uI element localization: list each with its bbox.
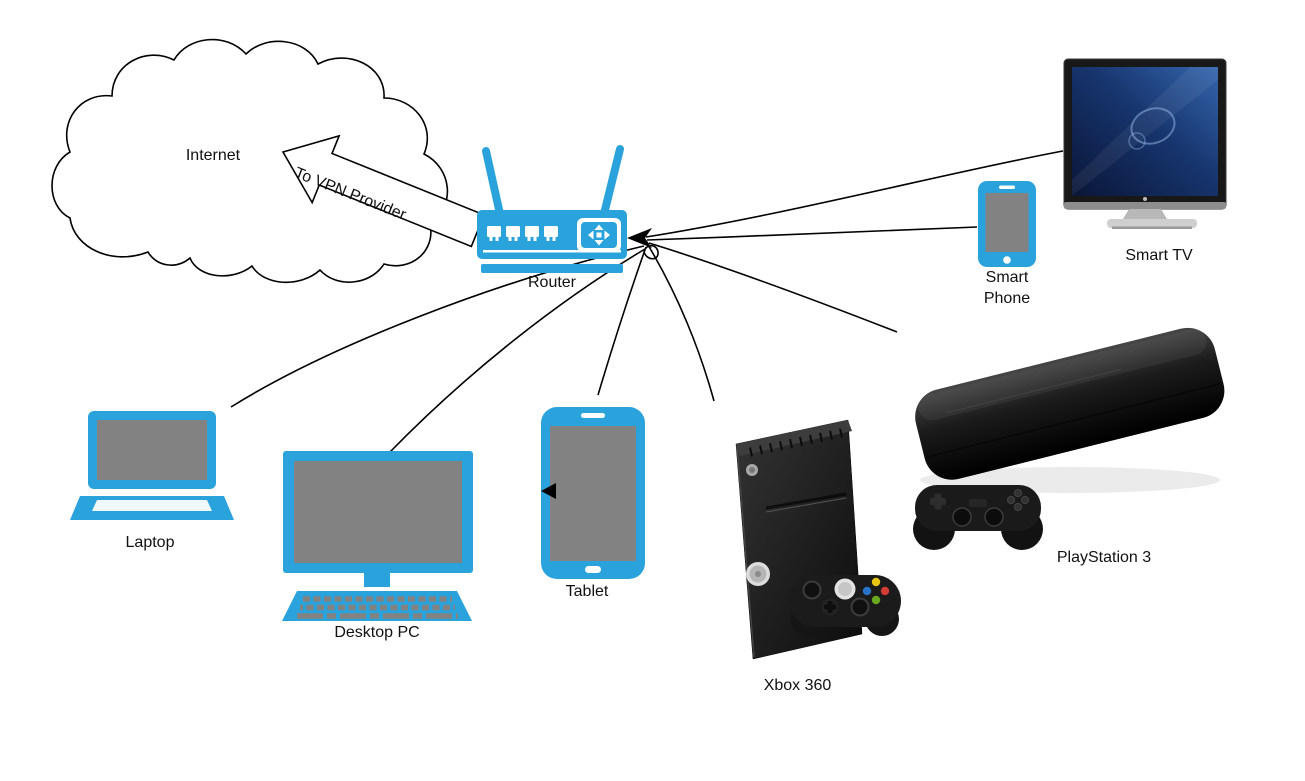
phone-screen	[985, 193, 1029, 252]
tv-stand-base-shadow	[1112, 226, 1192, 229]
tv-screen-sheen	[1072, 67, 1218, 196]
xbox-button-a	[871, 595, 881, 605]
ps3-console	[915, 327, 1225, 480]
router-arrowhead	[627, 228, 652, 248]
ps3-dpad-v	[934, 493, 942, 510]
smart-phone-icon	[978, 181, 1036, 267]
cloud-shape	[51, 38, 449, 284]
ps3-button-cross	[1014, 503, 1023, 511]
connection-lines	[230, 150, 1064, 454]
smart-phone-label: Smart Phone	[983, 269, 1031, 307]
xbox-disc-slot-trim	[765, 497, 847, 513]
playstation-3-icon	[913, 327, 1225, 550]
xbox-button-x	[862, 586, 872, 596]
xbox-360-icon	[735, 419, 901, 660]
xbox-console-top	[736, 420, 852, 456]
tablet-label: Tablet	[565, 583, 609, 600]
desktop-pc-icon	[282, 451, 473, 621]
xbox-button-y	[871, 577, 881, 587]
tv-screen-swirl-small	[1128, 132, 1146, 150]
connection-knot-curl	[643, 244, 659, 260]
laptop-icon	[70, 411, 234, 520]
desktop-screen	[294, 461, 462, 563]
router-antenna-right	[600, 145, 624, 218]
router-body-stripe	[483, 250, 621, 253]
internet-label: Internet	[185, 147, 241, 164]
connection-tv-router	[645, 150, 1064, 238]
xbox-controller	[789, 575, 901, 636]
desktop-pc-label: Desktop PC	[334, 624, 420, 641]
xbox-edge-highlight	[736, 445, 755, 658]
internet-cloud	[51, 38, 449, 284]
playstation-3-label: PlayStation 3	[1056, 549, 1152, 566]
tablet-side-marker	[541, 483, 556, 499]
connection-xbox-router	[647, 244, 715, 402]
tv-bottom-trim	[1064, 202, 1226, 209]
ps3-right-stick	[984, 507, 1004, 527]
tv-screen	[1072, 67, 1218, 196]
xbox-button-b	[880, 586, 890, 596]
router-base	[481, 264, 623, 273]
laptop-keyboard-area	[92, 500, 212, 511]
xbox-360-label: Xbox 360	[763, 677, 832, 694]
router-move-arrows-icon	[577, 218, 621, 252]
laptop-screen	[97, 420, 207, 480]
desktop-stand	[364, 573, 390, 587]
xbox-disc-slot	[765, 492, 847, 510]
router-icon	[477, 145, 627, 273]
ps3-button-triangle	[1014, 488, 1023, 497]
connection-ps3-router	[648, 242, 898, 333]
ps3-button-circle	[1021, 495, 1030, 504]
xbox-right-stick	[850, 597, 870, 617]
ps3-controller	[913, 485, 1043, 550]
phone-home-button	[1003, 256, 1011, 264]
smart-tv-label: Smart TV	[1125, 247, 1193, 264]
connection-laptop-router	[230, 245, 645, 408]
desktop-keyboard-keys	[297, 596, 458, 619]
router-ports	[487, 226, 558, 241]
connection-phone-router	[646, 226, 978, 241]
tablet-icon	[541, 407, 645, 579]
tv-screen-swirl	[1130, 107, 1176, 145]
xbox-emblem-center	[749, 467, 755, 473]
tv-stand-base	[1107, 219, 1197, 228]
tablet-home-button	[585, 566, 601, 573]
laptop-label: Laptop	[125, 534, 175, 551]
tablet-screen	[550, 426, 636, 561]
ps3-center-buttons	[969, 499, 987, 507]
router-antenna-left	[482, 147, 504, 218]
tablet-speaker-slot	[581, 413, 605, 418]
ps3-button-square	[1006, 495, 1015, 504]
phone-speaker	[999, 185, 1015, 189]
router-label: Router	[527, 274, 577, 291]
xbox-power-dot	[755, 571, 761, 577]
tv-logo-dot	[1143, 197, 1147, 201]
smart-tv-icon	[1063, 58, 1227, 229]
ps3-left-stick	[952, 507, 972, 527]
tv-stand-neck	[1123, 209, 1167, 219]
connection-tablet-router	[597, 246, 647, 396]
xbox-top-vents	[749, 428, 843, 457]
xbox-left-stick	[802, 580, 822, 600]
